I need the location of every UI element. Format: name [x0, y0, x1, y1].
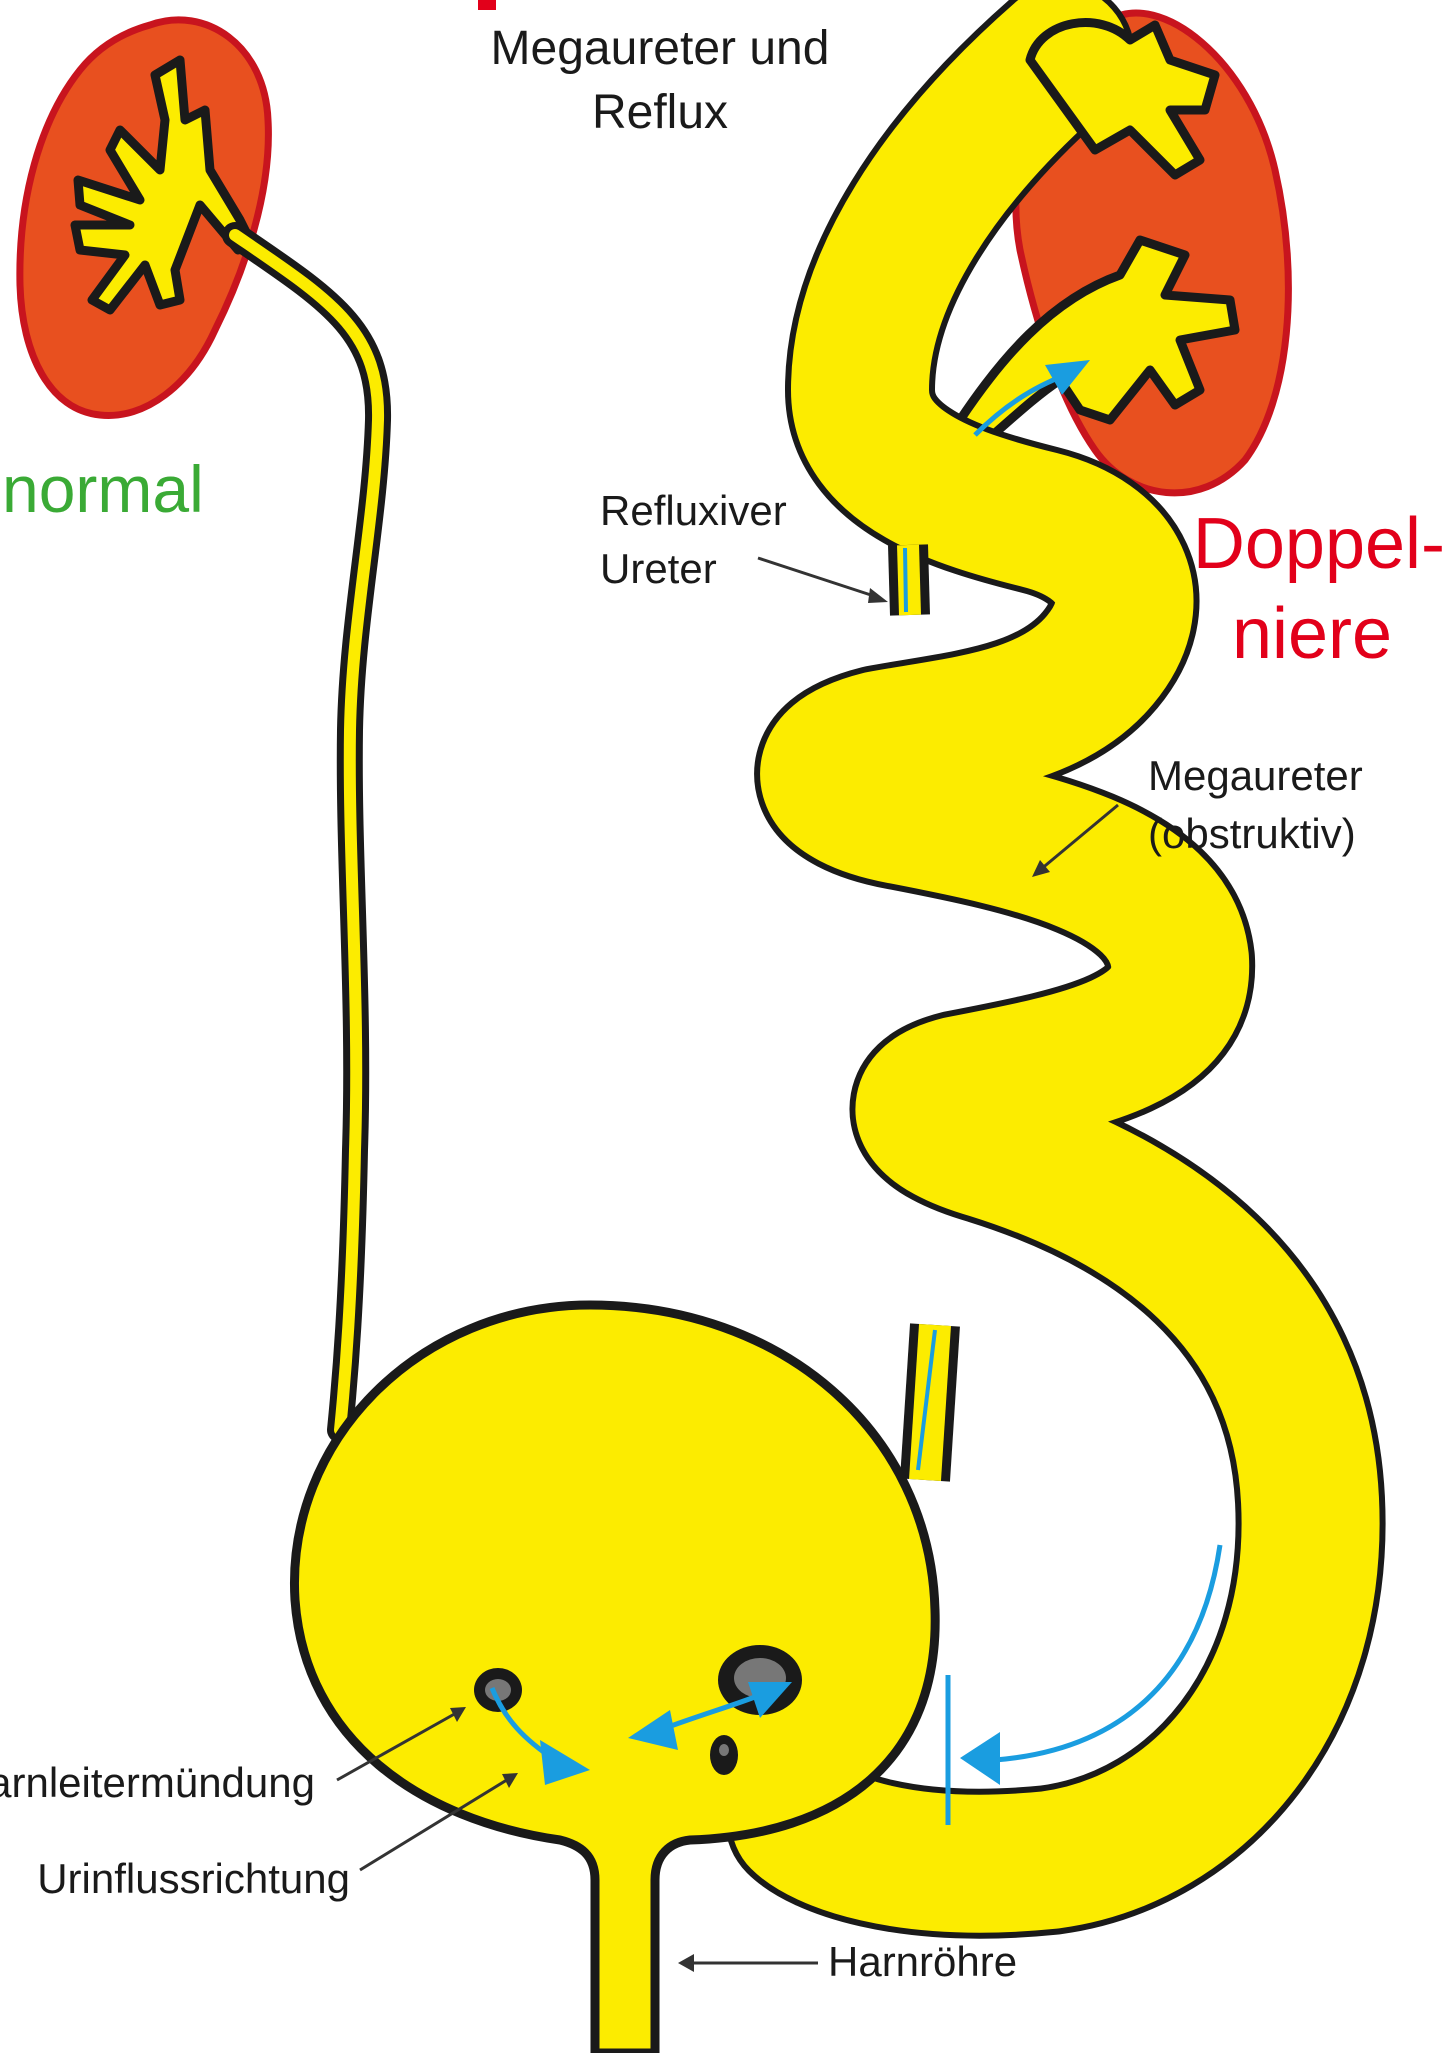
label-megaureter-line-2: (obstruktiv) [1148, 810, 1356, 857]
label-doppelniere-line-2: niere [1232, 594, 1392, 674]
title-line-1: Megaureter und [491, 22, 830, 75]
pointer-reflux-ureter [758, 558, 880, 598]
pointer-reflux-ureter-head [868, 588, 888, 603]
label-refluxive-ureter-line-1: Refluxiver [600, 487, 787, 534]
label-normal: normal [2, 452, 204, 526]
normal-kidney [20, 20, 269, 416]
label-refluxive-ureter-line-2: Ureter [600, 545, 717, 592]
normal-ureter-lumen [235, 235, 378, 1430]
label-megaureter-line-1: Megaureter [1148, 752, 1363, 799]
label-urinflussrichtung: Urinflussrichtung [37, 1855, 350, 1902]
title-cutoff-fragment [478, 0, 496, 10]
normal-ureter [235, 235, 378, 1430]
label-doppelniere-line-1: Doppel- [1193, 504, 1445, 584]
refluxive-ureter-upper-lumen [908, 545, 910, 615]
pointer-urethra-head [678, 1954, 694, 1972]
orifice-small-inner [719, 1744, 729, 1756]
reflux-line-upper [905, 548, 906, 612]
label-harnroehre: Harnröhre [828, 1938, 1017, 1985]
flow-arrow-megaureter-head [960, 1732, 1000, 1785]
title: Megaureter und Reflux [478, 0, 829, 139]
title-line-2: Reflux [592, 86, 728, 139]
label-harnleitermuendung: Harnleitermündung [0, 1759, 315, 1806]
